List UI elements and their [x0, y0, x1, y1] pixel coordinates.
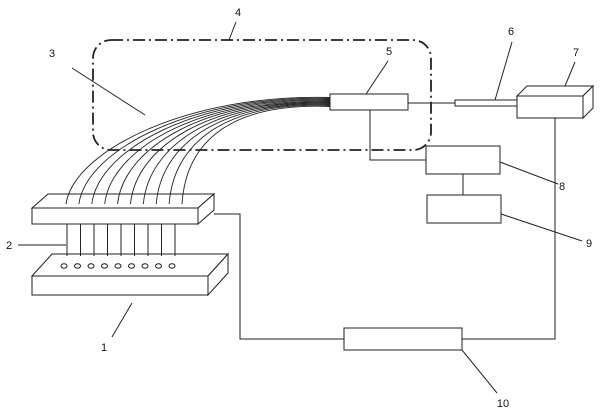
optical-fiber	[181, 105, 331, 205]
leader-6	[494, 41, 513, 101]
sample-well	[168, 263, 176, 269]
wire-combiner-controller	[369, 110, 426, 161]
sample-well	[60, 263, 68, 269]
label-3: 3	[49, 48, 55, 60]
label-9: 9	[586, 238, 592, 250]
substrate-block	[30, 252, 230, 297]
controller-box	[425, 145, 501, 175]
electrode-plate	[30, 192, 216, 226]
leader-7	[564, 61, 576, 87]
computer-box	[426, 194, 502, 224]
wire-plate-driver	[214, 213, 344, 340]
sample-well	[155, 263, 162, 269]
driver-box	[343, 327, 463, 351]
wire-driver-detector	[462, 118, 556, 340]
fiber-bundle	[65, 96, 331, 205]
optical-fiber	[91, 98, 331, 205]
optical-fiber	[142, 102, 331, 205]
label-7: 7	[573, 47, 579, 59]
sample-well	[74, 263, 81, 269]
label-10: 10	[497, 398, 509, 410]
fiber-combiner-box	[329, 93, 409, 111]
sample-well	[87, 263, 95, 269]
label-4: 4	[235, 7, 241, 19]
optical-fiber	[104, 99, 331, 205]
optical-fiber	[168, 104, 331, 205]
label-1: 1	[101, 342, 107, 354]
leader-4	[228, 21, 237, 41]
label-8: 8	[559, 181, 565, 193]
leader-8	[499, 161, 559, 185]
leader-3	[71, 67, 146, 116]
detector-unit	[515, 84, 595, 120]
optical-fiber	[117, 100, 331, 205]
sample-well	[141, 263, 149, 269]
optical-fiber	[129, 101, 331, 205]
sample-well	[101, 263, 108, 269]
optical-fiber	[65, 96, 331, 205]
enclosure-dashdot-box	[92, 39, 432, 151]
leader-1	[111, 302, 133, 338]
optical-fiber	[155, 103, 331, 205]
leader-10	[461, 349, 498, 394]
sample-well	[128, 263, 135, 269]
sample-well	[114, 263, 122, 269]
leader-5	[365, 60, 389, 95]
label-5: 5	[386, 46, 392, 58]
connector-ferrule	[454, 99, 518, 107]
label-6: 6	[508, 26, 514, 38]
label-2: 2	[6, 240, 12, 252]
pin-array	[60, 224, 176, 269]
leader-9	[500, 213, 583, 242]
optical-fiber	[78, 97, 331, 205]
